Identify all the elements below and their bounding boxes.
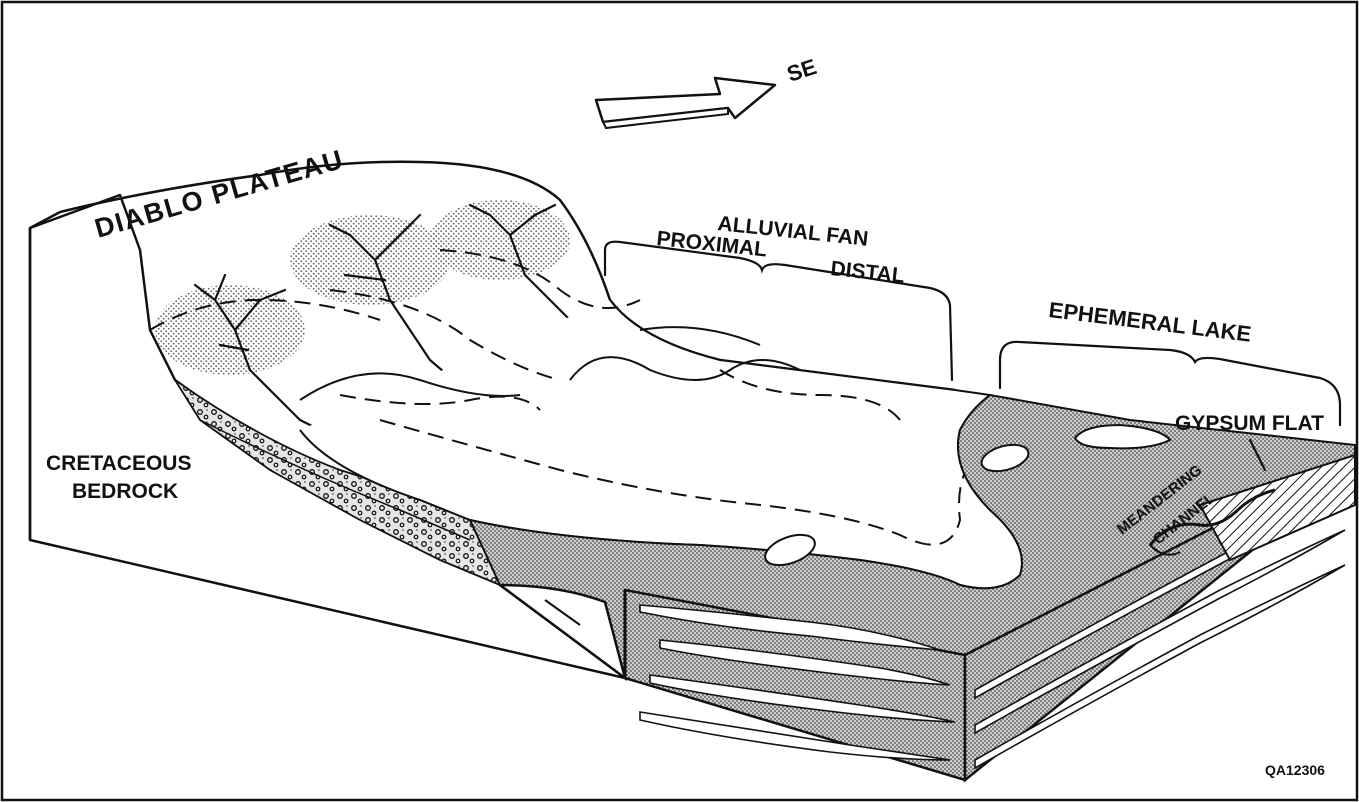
bedrock-label-line1: CRETACEOUS bbox=[46, 452, 191, 475]
plateau-label: DIABLO PLATEAU bbox=[91, 144, 347, 244]
bedrock-label-line2: BEDROCK bbox=[72, 480, 178, 503]
direction-arrow-icon bbox=[596, 78, 775, 128]
figure-id: QA12306 bbox=[1265, 762, 1325, 778]
ephemeral-lake-label: EPHEMERAL LAKE bbox=[1047, 297, 1252, 347]
distal-label: DISTAL bbox=[829, 257, 905, 288]
gypsum-flat-label: GYPSUM FLAT bbox=[1175, 412, 1324, 435]
direction-label: SE bbox=[784, 54, 820, 87]
